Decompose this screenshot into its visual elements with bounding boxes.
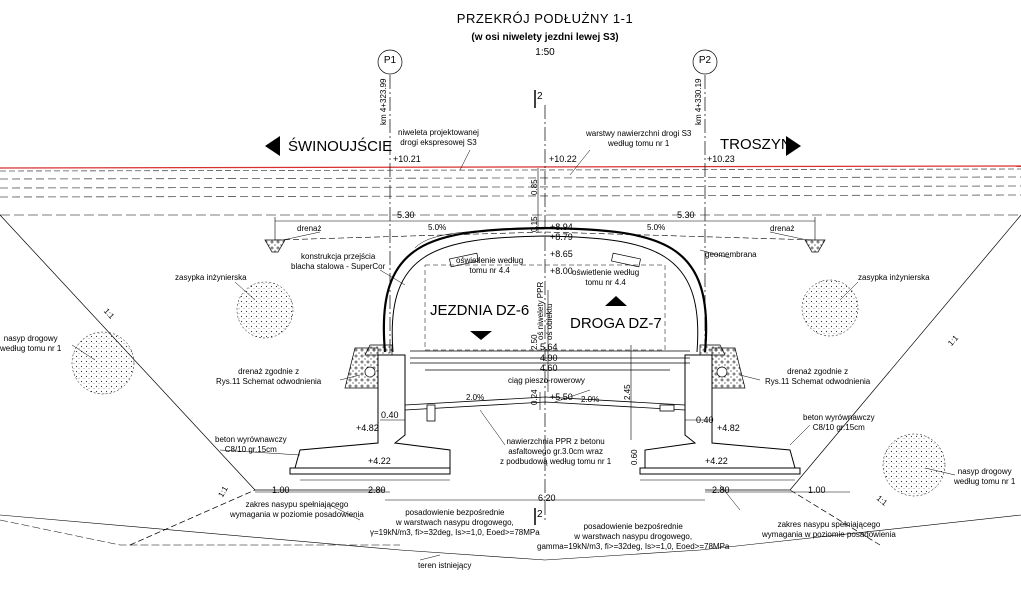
arrow-right-icon xyxy=(786,136,801,156)
elev-1023: +10.23 xyxy=(707,154,735,164)
dim-lines xyxy=(274,168,816,440)
elev-879: +8.79 xyxy=(550,232,573,242)
label-drenaz-left: drenaż xyxy=(297,224,322,233)
lane-arrow-up-icon xyxy=(605,296,627,306)
elev-422-right: +4.22 xyxy=(705,456,728,466)
tunnel-road xyxy=(404,350,690,422)
elev-422-left: +4.22 xyxy=(368,456,391,466)
label-nasyp-left: nasyp drogowy według tomu nr 1 xyxy=(0,334,62,353)
label-teren: teren istniejący xyxy=(418,561,472,570)
label-zakres-right: zakres nasypu spełniającego wymagania w … xyxy=(762,520,896,539)
slope-2-right: 2.0% xyxy=(581,395,600,404)
slope-2-left: 2.0% xyxy=(466,393,485,402)
steel-arch xyxy=(382,226,708,353)
scale-label: 1:50 xyxy=(535,47,555,58)
dim-060: 0.60 xyxy=(630,449,639,465)
label-nasyp-right: nasyp drogowy według tomu nr 1 xyxy=(954,467,1016,486)
dim-085: 0.85 xyxy=(530,179,539,195)
elev-550: +5.50 xyxy=(550,392,573,402)
arrow-left-icon xyxy=(265,136,280,156)
label-os-niwelety: oś niwelety PPR oś obiektu xyxy=(536,281,554,340)
dim-100-left: 1.00 xyxy=(272,485,290,495)
embankment-slopes xyxy=(0,214,1021,561)
dim-530-left: 5.30 xyxy=(397,210,415,220)
label-beton-left: beton wyrównawczy C8/10 gr.15cm xyxy=(215,435,287,454)
page-subtitle: (w osi niwelety jezdni lewej S3) xyxy=(471,32,619,43)
dim-245: 2.45 xyxy=(623,384,632,400)
label-oswietlenie-left: oświetlenie według tomu nr 4.4 xyxy=(456,256,524,275)
slope-5-left: 5.0% xyxy=(428,223,447,232)
dim-280-right: 2.80 xyxy=(712,485,730,495)
label-drenaz-right: drenaż xyxy=(770,224,795,233)
dim-490: 4.90 xyxy=(540,353,558,363)
elev-800: +8.00 xyxy=(550,266,573,276)
elev-865: +8.65 xyxy=(550,249,573,259)
label-zakres-left: zakres nasypu spełniającego wymagania w … xyxy=(230,500,364,519)
leader-lines xyxy=(71,149,956,561)
lane-left-label: JEZDNIA DZ-6 xyxy=(430,302,530,319)
label-oswietlenie-right: oświetlenie według tomu nr 4.4 xyxy=(572,268,640,287)
axis-lines xyxy=(377,49,718,520)
elev-482-left: +4.82 xyxy=(356,423,379,433)
elev-482-right: +4.82 xyxy=(717,423,740,433)
dim-460: 4.60 xyxy=(540,363,558,373)
bottom-dims xyxy=(255,419,850,501)
label-posadowienie-right: posadowienie bezpośrednie w warstwach na… xyxy=(537,522,730,551)
label-posadowienie-left: posadowienie bezpośrednie w warstwach na… xyxy=(370,508,540,537)
dim-015: 0.15 xyxy=(530,216,539,232)
axis-p2-label: P2 xyxy=(698,55,712,66)
label-zasypka-left: zasypka inżynierska xyxy=(175,273,247,282)
label-drenaz-zgodnie-right: drenaż zgodnie z Rys.11 Schemat odwodnie… xyxy=(765,367,871,386)
dim-100-right: 1.00 xyxy=(808,485,826,495)
elev-1021: +10.21 xyxy=(393,154,421,164)
dim-024: 0.24 xyxy=(530,389,539,405)
foundations xyxy=(289,354,801,475)
section-mark-bottom: 2 xyxy=(537,509,543,520)
label-beton-right: beton wyrównawczy C8/10 gr.15cm xyxy=(803,413,875,432)
direction-right: TROSZYN xyxy=(720,136,792,153)
drains xyxy=(264,239,826,253)
dim-280-left: 2.80 xyxy=(368,485,386,495)
lights xyxy=(449,252,641,268)
label-drenaz-zgodnie-left: drenaż zgodnie z Rys.11 Schemat odwodnie… xyxy=(216,367,322,386)
label-konstrukcja: konstrukcja przejścia blacha stalowa - S… xyxy=(291,252,386,271)
elev-894: +8.94 xyxy=(550,222,573,232)
label-geomembrana: geomembrana xyxy=(705,250,757,259)
dim-040-right: 0.40 xyxy=(696,415,714,425)
elev-1022: +10.22 xyxy=(549,154,577,164)
road-layers xyxy=(0,165,1021,216)
label-nawierzchnia: nawierzchnia PPR z betonu asfaltowego gr… xyxy=(500,437,612,466)
clearance-box xyxy=(424,264,666,351)
section-mark-top: 2 xyxy=(537,91,543,102)
dim-620: 6.20 xyxy=(538,493,556,503)
fill-circles xyxy=(71,279,946,497)
lane-arrow-down-icon xyxy=(470,331,492,340)
axis-p1-label: P1 xyxy=(383,55,397,66)
km-p2-label: km 4+330.19 xyxy=(694,78,703,125)
label-ciag: ciąg pieszo-rowerowy xyxy=(508,376,585,385)
dim-530-right: 5.30 xyxy=(677,210,695,220)
label-niweleta: niweleta projektowanej drogi ekspresowej… xyxy=(398,128,479,147)
side-drains xyxy=(344,344,746,389)
label-warstwy: warstwy nawierzchni drogi S3 według tomu… xyxy=(586,129,692,148)
page-title: PRZEKRÓJ PODŁUŻNY 1-1 xyxy=(456,11,634,26)
direction-left: ŚWINOUJŚCIE xyxy=(288,138,393,155)
dim-564: 5.64 xyxy=(540,342,558,352)
slope-5-right: 5.0% xyxy=(647,223,666,232)
label-zasypka-right: zasypka inżynierska xyxy=(858,273,930,282)
dim-040-left: 0.40 xyxy=(381,410,399,420)
slope-lines xyxy=(274,231,816,241)
km-p1-label: km 4+323.99 xyxy=(379,78,388,125)
lane-right-label: DROGA DZ-7 xyxy=(570,315,662,332)
